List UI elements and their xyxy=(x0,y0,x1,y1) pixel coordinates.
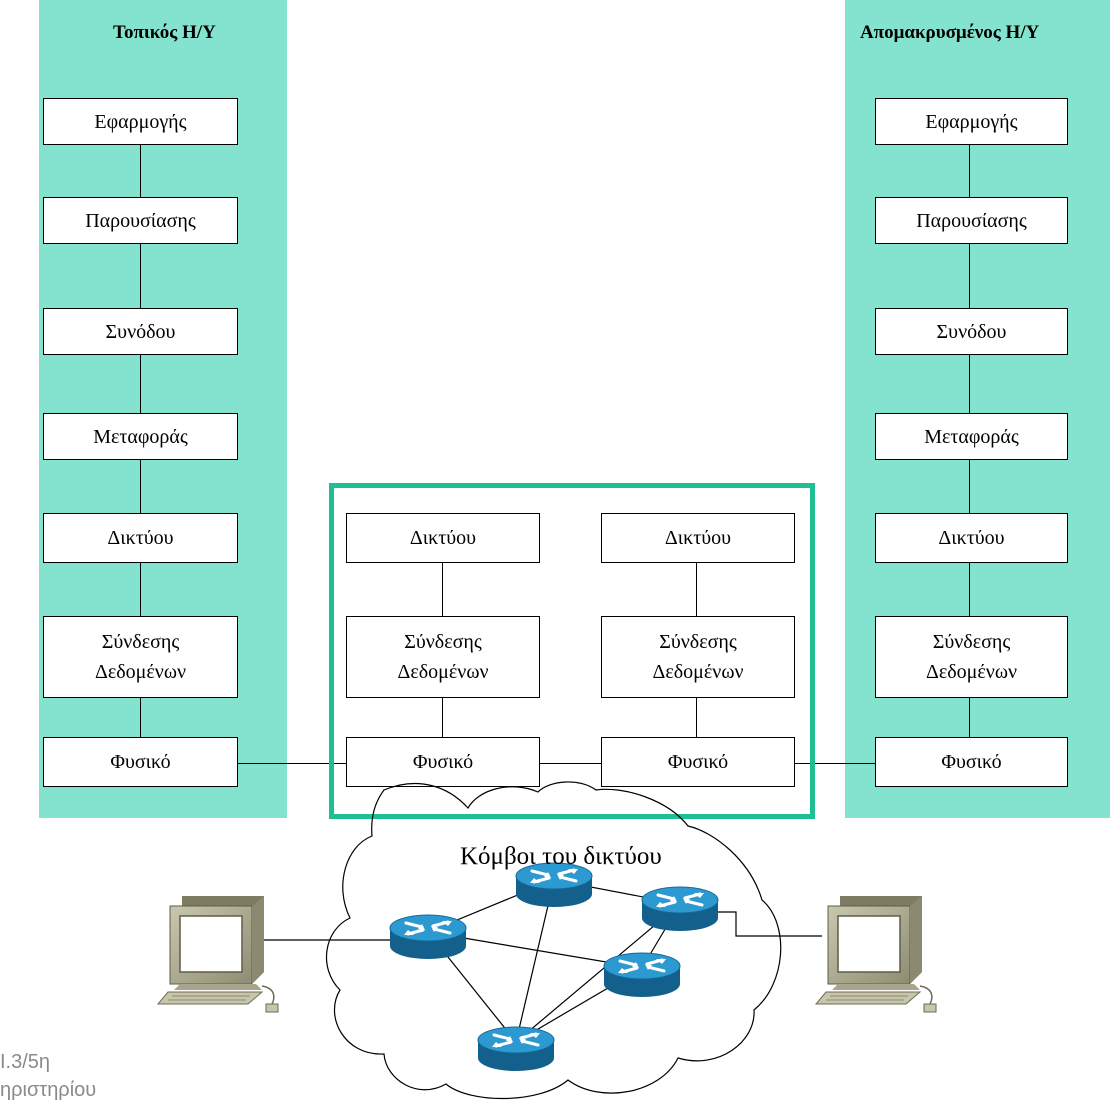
local-layer-physical: Φυσικό xyxy=(43,737,238,787)
physical-link xyxy=(540,763,602,764)
local-layer-application: Εφαρμογής xyxy=(43,98,238,145)
cloud-icon xyxy=(325,781,782,1100)
node1-layer-network: Δικτύου xyxy=(346,513,540,563)
local-layer-transport: Μεταφοράς xyxy=(43,413,238,460)
local-layer-network: Δικτύου xyxy=(43,513,238,563)
router-icon xyxy=(388,913,468,961)
remote-layer-transport: Μεταφοράς xyxy=(875,413,1068,460)
computer-icon xyxy=(815,895,937,1013)
node2-layer-physical: Φυσικό xyxy=(601,737,795,787)
remote-layer-physical: Φυσικό xyxy=(875,737,1068,787)
router-icon xyxy=(602,951,682,999)
remote-layer-presentation: Παρουσίασης xyxy=(875,197,1068,244)
remote-host-title: Απομακρυσμένος Η/Υ xyxy=(860,22,1040,43)
local-layer-session: Συνόδου xyxy=(43,308,238,355)
remote-layer-session: Συνόδου xyxy=(875,308,1068,355)
computer-icon xyxy=(157,895,279,1013)
remote-layer-network: Δικτύου xyxy=(875,513,1068,563)
node2-layer-network: Δικτύου xyxy=(601,513,795,563)
router-icon xyxy=(640,885,720,933)
local-host-title: Τοπικός Η/Υ xyxy=(113,22,216,43)
network-nodes-frame xyxy=(329,483,815,819)
router-icon xyxy=(476,1025,556,1073)
physical-link xyxy=(795,763,875,764)
physical-link xyxy=(238,763,346,764)
cloud-caption: Κόμβοι του δικτύου xyxy=(460,843,662,870)
remote-layer-application: Εφαρμογής xyxy=(875,98,1068,145)
local-layer-presentation: Παρουσίασης xyxy=(43,197,238,244)
node1-layer-physical: Φυσικό xyxy=(346,737,540,787)
footer-text: Ι.3/5η ηριστηρίου xyxy=(0,1051,97,1101)
